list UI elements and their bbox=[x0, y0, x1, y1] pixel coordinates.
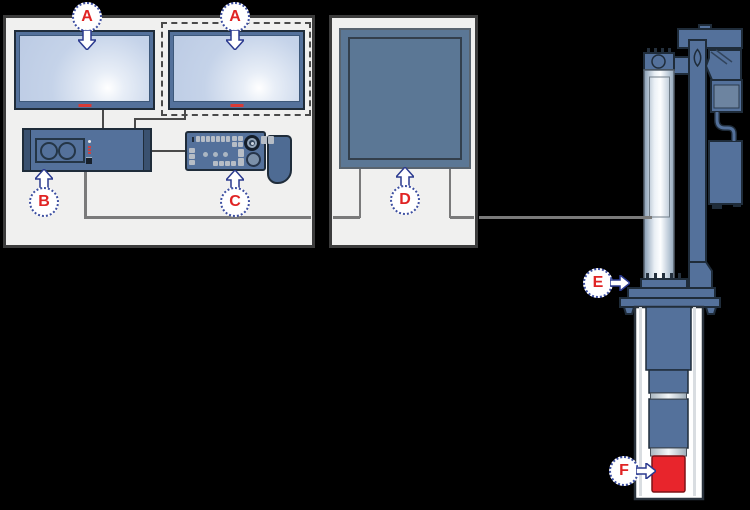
monitor-power-led bbox=[78, 104, 91, 107]
base-unit-b bbox=[22, 128, 152, 172]
panel-button bbox=[189, 154, 195, 159]
motor-foot bbox=[712, 204, 722, 209]
callout-circle: A bbox=[220, 2, 250, 32]
main-cable-segment bbox=[479, 216, 652, 219]
panel-button bbox=[219, 161, 224, 166]
probe-upper-body bbox=[645, 306, 692, 371]
mast-eyelet bbox=[693, 48, 702, 68]
status-led bbox=[88, 140, 91, 143]
panel-button bbox=[225, 161, 230, 166]
rack-ear-left bbox=[24, 130, 31, 170]
callout-circle: C bbox=[220, 187, 250, 217]
winch-motor-body bbox=[708, 140, 743, 205]
cable-monitor-left bbox=[102, 110, 104, 129]
status-led-red bbox=[88, 152, 91, 154]
power-switch bbox=[86, 157, 92, 164]
main-cable-segment bbox=[84, 216, 311, 219]
cable-reel bbox=[58, 142, 76, 160]
panel-button bbox=[232, 136, 237, 141]
cable-monitor-right-h bbox=[134, 118, 186, 120]
panel-button bbox=[221, 136, 225, 142]
borehole-rig-illustration bbox=[619, 24, 743, 501]
round-button bbox=[203, 152, 208, 157]
motor-panel bbox=[713, 84, 740, 109]
winch-mast bbox=[688, 39, 707, 293]
cylinder-pulley bbox=[651, 54, 666, 69]
connector-ring bbox=[650, 447, 687, 457]
joystick bbox=[244, 135, 260, 151]
panel-button bbox=[206, 136, 210, 142]
display-d bbox=[339, 28, 471, 169]
cable-guide bbox=[715, 112, 736, 141]
arrow-down-icon bbox=[78, 30, 96, 50]
panel-button bbox=[261, 136, 267, 144]
panel-button bbox=[211, 136, 215, 142]
control-panel-c bbox=[185, 131, 292, 189]
arrow-up-icon bbox=[396, 167, 414, 187]
panel-button bbox=[238, 158, 244, 166]
flange-bolts bbox=[646, 273, 681, 279]
cable-display-right-leg bbox=[449, 169, 451, 218]
panel-button bbox=[213, 161, 218, 166]
motor-vent-lines bbox=[710, 49, 733, 65]
cable-baseunit-down bbox=[84, 170, 87, 218]
casing-shading bbox=[639, 307, 642, 496]
cable-reel bbox=[40, 142, 58, 160]
callout-circle: E bbox=[583, 268, 613, 298]
round-button bbox=[223, 152, 228, 157]
callout-circle: B bbox=[29, 187, 59, 217]
panel-button bbox=[189, 160, 195, 165]
round-button bbox=[213, 152, 218, 157]
panel-button bbox=[268, 136, 274, 144]
cylinder-bolts bbox=[647, 48, 671, 53]
panel-button bbox=[231, 161, 236, 166]
probe-segment bbox=[648, 398, 689, 449]
main-cable-segment bbox=[333, 216, 360, 219]
joystick-tip bbox=[250, 141, 254, 145]
motor-foot bbox=[733, 203, 741, 207]
panel-button bbox=[216, 136, 220, 142]
rotary-knob bbox=[246, 152, 261, 167]
status-led-red bbox=[88, 149, 91, 151]
main-cable-segment bbox=[450, 216, 474, 219]
panel-button bbox=[238, 149, 244, 157]
arrow-up-icon bbox=[226, 170, 244, 190]
status-led-red bbox=[88, 146, 91, 148]
probe-segment bbox=[648, 369, 689, 394]
cable-monitor-right-drop bbox=[134, 118, 136, 129]
connector-ring bbox=[650, 392, 687, 400]
cable-display-left-leg bbox=[359, 169, 361, 218]
cylinder-rod bbox=[649, 76, 670, 218]
panel-button bbox=[238, 142, 243, 147]
casing-shading bbox=[693, 307, 696, 496]
panel-button bbox=[226, 136, 230, 142]
callout-circle: D bbox=[390, 185, 420, 215]
panel-button bbox=[232, 142, 237, 147]
arrow-right-icon bbox=[636, 463, 656, 479]
winch-motor-top bbox=[704, 49, 742, 81]
cable-monitor-right-v bbox=[184, 110, 186, 120]
panel-button bbox=[238, 136, 243, 141]
rack-ear-right bbox=[143, 130, 150, 170]
arrow-up-icon bbox=[35, 169, 53, 189]
mast-top-bar bbox=[677, 28, 743, 49]
panel-marking bbox=[192, 137, 194, 142]
display-d-screen bbox=[348, 37, 462, 160]
arrow-down-icon bbox=[226, 30, 244, 50]
panel-button bbox=[189, 148, 195, 153]
panel-button bbox=[196, 136, 200, 142]
reel-window bbox=[35, 138, 85, 163]
callout-circle: F bbox=[609, 456, 639, 486]
panel-button bbox=[201, 136, 205, 142]
cable-baseunit-to-panel bbox=[152, 150, 185, 152]
monitor-power-led bbox=[230, 104, 243, 107]
arrow-right-icon bbox=[610, 275, 630, 291]
callout-circle: A bbox=[72, 2, 102, 32]
wellhead-flange bbox=[619, 278, 721, 315]
camera-head bbox=[651, 455, 686, 493]
